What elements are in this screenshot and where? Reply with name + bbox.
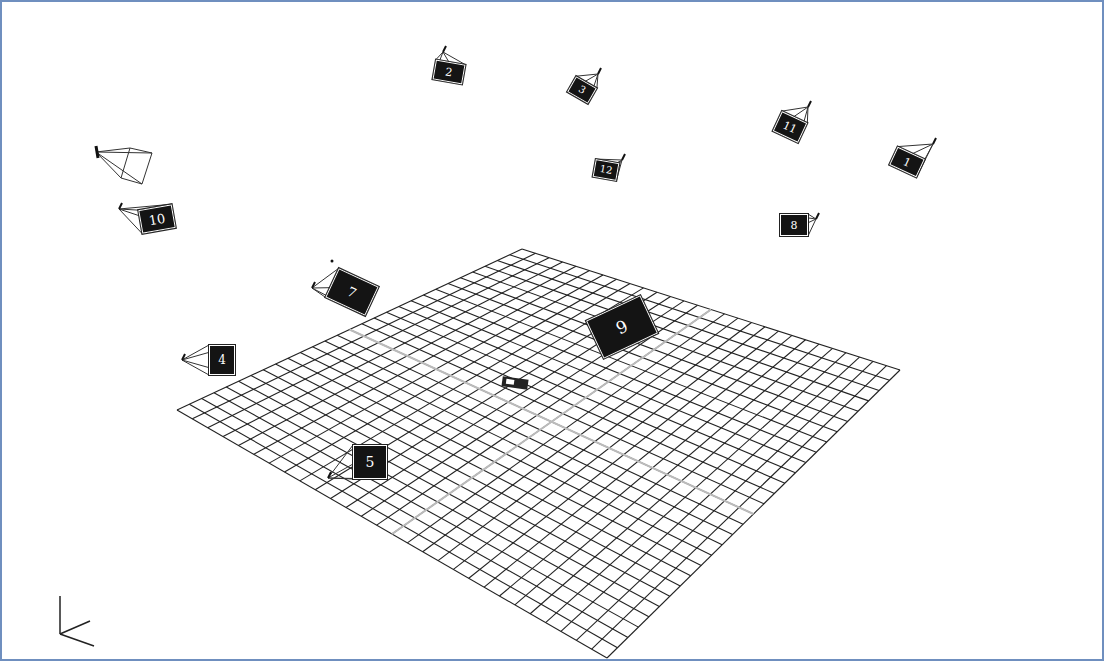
camera-image-plane: 4 xyxy=(209,345,235,375)
camera-up-tick xyxy=(598,68,601,74)
camera-number: 11 xyxy=(781,119,798,135)
camera-up-tick xyxy=(816,213,819,219)
camera-up-tick xyxy=(312,282,315,288)
camera-frustum xyxy=(773,101,811,143)
camera-frustum xyxy=(119,203,176,234)
camera-image-plane: 5 xyxy=(353,445,387,479)
unlabeled-camera xyxy=(96,146,152,184)
frustum-edge xyxy=(182,360,209,375)
camera-image-plane: 8 xyxy=(780,214,808,236)
grid-axis-line xyxy=(392,310,711,535)
camera-up-tick xyxy=(933,138,936,144)
frustum-edge xyxy=(312,288,325,297)
camera-frustum xyxy=(312,268,379,316)
frustum-edge xyxy=(808,219,816,236)
camera-frustum xyxy=(593,154,625,181)
camera-image-plane: 2 xyxy=(432,60,465,85)
frustum-edge xyxy=(328,478,353,479)
camera-number: 9 xyxy=(613,317,630,337)
camera-image-plane: 11 xyxy=(773,111,808,143)
axis-triad xyxy=(60,596,94,646)
camera-frustum xyxy=(182,345,235,375)
camera-number: 2 xyxy=(445,66,454,78)
center-marker xyxy=(501,376,528,390)
camera-number: 1 xyxy=(902,156,913,169)
camera-frustum xyxy=(328,445,387,479)
camera-number: 4 xyxy=(218,354,226,366)
marker-dot xyxy=(331,260,334,263)
camera-image-plane: 12 xyxy=(593,159,620,181)
camera-frustum xyxy=(780,213,819,236)
camera-number: 12 xyxy=(599,164,613,176)
camera-frustum xyxy=(586,295,658,358)
camera-up-tick xyxy=(808,101,811,107)
ground-grid xyxy=(177,249,900,658)
grid-line xyxy=(607,370,900,658)
camera-frustum xyxy=(432,46,465,84)
grid-line xyxy=(392,310,711,535)
camera-image-plane: 9 xyxy=(586,295,658,358)
frustum-edge xyxy=(328,445,353,478)
frustum-edge xyxy=(328,445,387,478)
camera-image-plane: 10 xyxy=(138,204,176,234)
camera-image-plane: 7 xyxy=(325,268,378,316)
camera-image-plane: 1 xyxy=(889,147,925,178)
camera-number: 8 xyxy=(791,220,798,231)
camera-frustum xyxy=(889,138,936,177)
camera-up-tick xyxy=(328,472,331,478)
camera-up-tick xyxy=(119,203,122,209)
camera-number: 5 xyxy=(366,455,375,469)
camera-up-tick xyxy=(182,354,185,360)
frustum-edge xyxy=(808,214,816,219)
frustum-edge xyxy=(182,345,209,360)
camera-number: 7 xyxy=(346,284,359,299)
camera-number: 10 xyxy=(148,211,167,227)
camera-number: 3 xyxy=(577,84,588,96)
camera-frustum xyxy=(567,68,601,104)
camera-image-plane: 3 xyxy=(567,76,597,104)
camera-up-tick xyxy=(622,154,625,160)
camera-up-tick xyxy=(443,46,446,52)
